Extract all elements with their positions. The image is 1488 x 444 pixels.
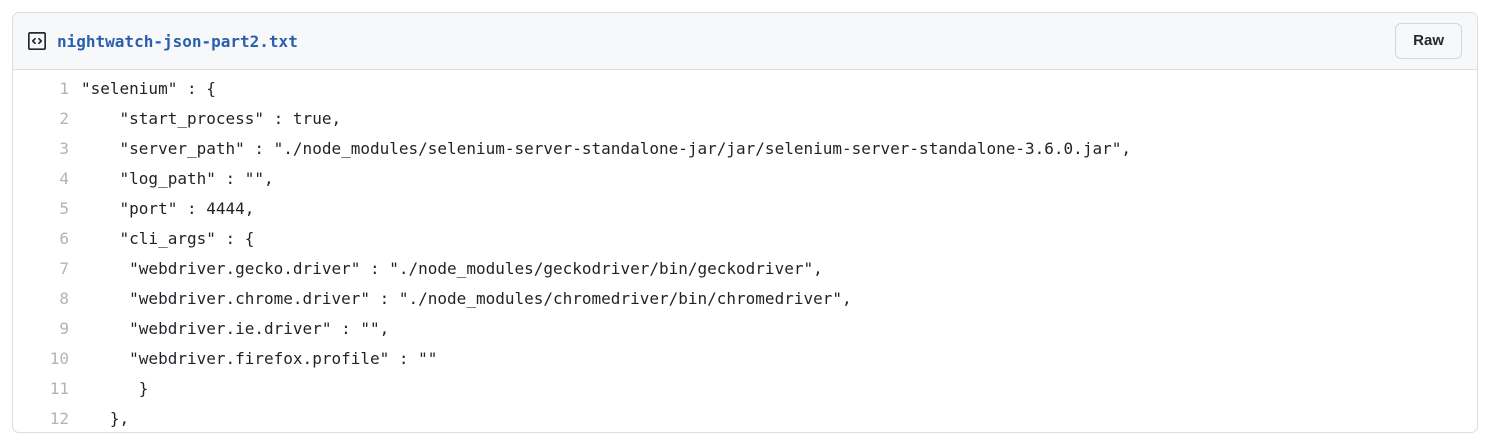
code-line: 2 "start_process" : true, <box>13 104 1477 134</box>
code-line-text: "cli_args" : { <box>81 229 255 248</box>
code-line: 7 "webdriver.gecko.driver" : "./node_mod… <box>13 254 1477 284</box>
line-number[interactable]: 3 <box>59 139 69 158</box>
code-line: 11 } <box>13 374 1477 404</box>
line-number[interactable]: 9 <box>59 319 69 338</box>
code-line: 8 "webdriver.chrome.driver" : "./node_mo… <box>13 284 1477 314</box>
line-number[interactable]: 8 <box>59 289 69 308</box>
code-line: 1 "selenium" : { <box>13 74 1477 104</box>
code-line-text: "log_path" : "", <box>81 169 274 188</box>
line-number[interactable]: 6 <box>59 229 69 248</box>
file-header: nightwatch-json-part2.txt Raw <box>13 13 1477 70</box>
raw-button[interactable]: Raw <box>1395 23 1462 59</box>
line-number[interactable]: 7 <box>59 259 69 278</box>
line-number[interactable]: 10 <box>49 349 69 368</box>
code-line-text: "start_process" : true, <box>81 109 342 128</box>
line-number[interactable]: 11 <box>49 379 69 398</box>
code-line: 12 }, <box>13 404 1477 434</box>
code-line: 9 "webdriver.ie.driver" : "", <box>13 314 1477 344</box>
line-number[interactable]: 2 <box>59 109 69 128</box>
line-number[interactable]: 5 <box>59 199 69 218</box>
code-line: 10 "webdriver.firefox.profile" : "" <box>13 344 1477 374</box>
code-line-text: }, <box>81 409 130 428</box>
code-line-text: "webdriver.ie.driver" : "", <box>81 319 390 338</box>
line-number[interactable]: 1 <box>59 79 69 98</box>
code-line: 5 "port" : 4444, <box>13 194 1477 224</box>
code-line: 3 "server_path" : "./node_modules/seleni… <box>13 134 1477 164</box>
code-line: 4 "log_path" : "", <box>13 164 1477 194</box>
code-line-text: } <box>81 379 149 398</box>
code-line-text: "port" : 4444, <box>81 199 255 218</box>
code-line: 6 "cli_args" : { <box>13 224 1477 254</box>
code-line-text: "server_path" : "./node_modules/selenium… <box>81 139 1131 158</box>
code-line-text: "webdriver.chrome.driver" : "./node_modu… <box>81 289 852 308</box>
code-line-text: "webdriver.gecko.driver" : "./node_modul… <box>81 259 823 278</box>
file-card: nightwatch-json-part2.txt Raw 1 "selenium… <box>12 12 1478 433</box>
code-line-text: "selenium" : { <box>81 79 216 98</box>
code-square-icon <box>28 32 46 50</box>
line-number[interactable]: 12 <box>49 409 69 428</box>
file-name-link[interactable]: nightwatch-json-part2.txt <box>57 31 298 51</box>
code-line-text: "webdriver.firefox.profile" : "" <box>81 349 438 368</box>
code-viewer: 1 "selenium" : { 2 "start_process" : true… <box>13 70 1477 434</box>
line-number[interactable]: 4 <box>59 169 69 188</box>
